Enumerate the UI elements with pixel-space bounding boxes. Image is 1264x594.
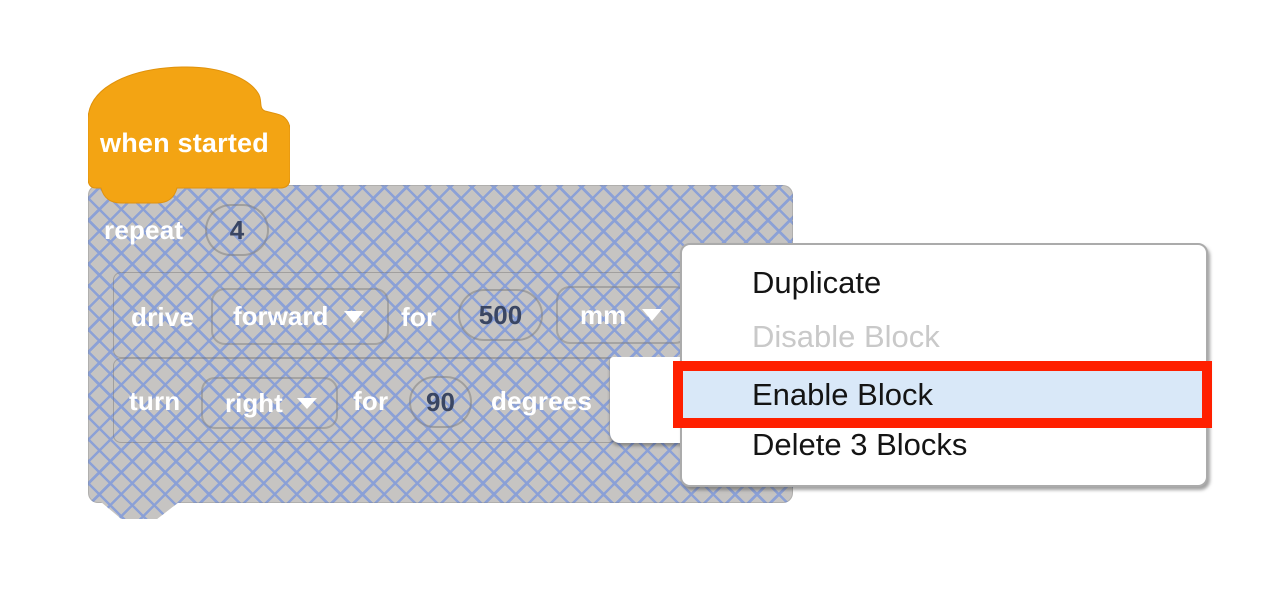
turn-block[interactable]: turn right for 90 degrees <box>113 358 617 443</box>
drive-unit-value: mm <box>580 299 627 330</box>
menu-item-enable-block[interactable]: Enable Block <box>752 377 933 412</box>
turn-angle-input[interactable]: 90 <box>409 376 472 428</box>
when-started-label: when started <box>100 128 269 158</box>
caret-down-icon <box>642 309 663 321</box>
drive-direction-value: forward <box>233 301 329 331</box>
drive-direction-dropdown[interactable]: forward <box>211 288 389 345</box>
drive-unit-dropdown[interactable]: mm <box>556 286 689 344</box>
drive-label: drive <box>131 302 195 332</box>
annotation-highlight-box: Enable Block <box>673 361 1212 428</box>
turn-label: turn <box>129 386 181 416</box>
turn-for-label: for <box>353 386 389 416</box>
menu-item-disable-block: Disable Block <box>752 319 940 354</box>
caret-down-icon <box>344 310 365 323</box>
repeat-count-input[interactable]: 4 <box>205 204 269 256</box>
drive-block[interactable]: drive forward for 500 mm <box>113 272 717 358</box>
turn-direction-value: right <box>225 387 283 418</box>
turn-angle-value: 90 <box>426 386 455 417</box>
drive-distance-input[interactable]: 500 <box>458 289 543 341</box>
drive-distance-value: 500 <box>478 299 523 330</box>
drive-for-label: for <box>401 302 437 332</box>
menu-item-delete-3-blocks[interactable]: Delete 3 Blocks <box>752 427 968 462</box>
repeat-block-bottom-tab <box>101 502 179 519</box>
caret-down-icon <box>296 397 317 409</box>
repeat-count-value: 4 <box>229 214 245 245</box>
when-started-hat-block[interactable]: when started <box>87 66 291 206</box>
repeat-label: repeat <box>104 215 184 245</box>
turn-direction-dropdown[interactable]: right <box>201 377 338 429</box>
hat-block-shape <box>87 66 291 204</box>
menu-item-duplicate[interactable]: Duplicate <box>752 265 882 300</box>
turn-unit-label: degrees <box>491 386 593 416</box>
